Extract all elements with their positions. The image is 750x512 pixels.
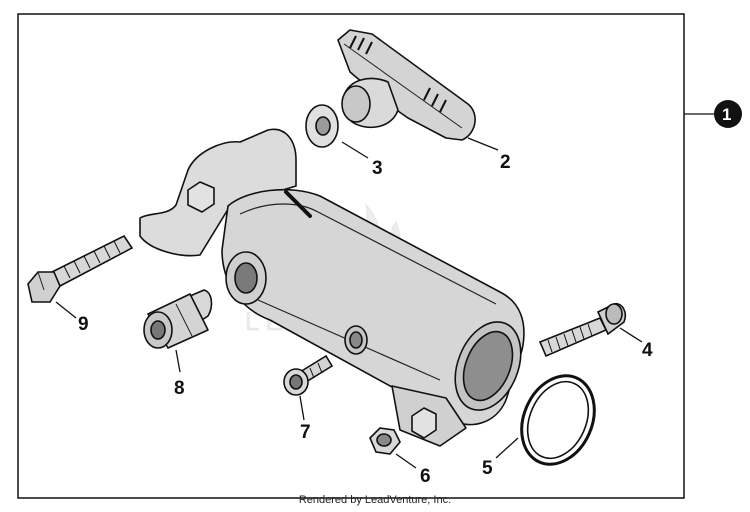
part-3-washer <box>305 104 339 148</box>
callout-9: 9 <box>78 314 89 335</box>
leader-lines <box>55 113 716 469</box>
part-9-hex-bolt <box>27 234 134 303</box>
part-6-hex-nut <box>369 427 401 455</box>
part-2-knob <box>337 29 476 141</box>
callout-4: 4 <box>642 340 653 361</box>
part-4-cap-screw <box>538 302 627 358</box>
callout-7: 7 <box>300 422 311 443</box>
callout-6: 6 <box>420 466 431 487</box>
housing-body <box>139 128 525 447</box>
part-7-small-screw <box>283 354 334 396</box>
part-8-fitting <box>143 289 213 349</box>
part-5-o-ring <box>520 374 596 466</box>
assembly-badge: 1 <box>714 100 742 128</box>
callout-8: 8 <box>174 378 185 399</box>
callout-3: 3 <box>372 158 383 179</box>
callout-5: 5 <box>482 458 493 479</box>
callout-2: 2 <box>500 152 511 173</box>
footer-credit: Rendered by LeadVenture, Inc. <box>298 494 452 506</box>
assembly-badge-number: 1 <box>722 105 731 124</box>
